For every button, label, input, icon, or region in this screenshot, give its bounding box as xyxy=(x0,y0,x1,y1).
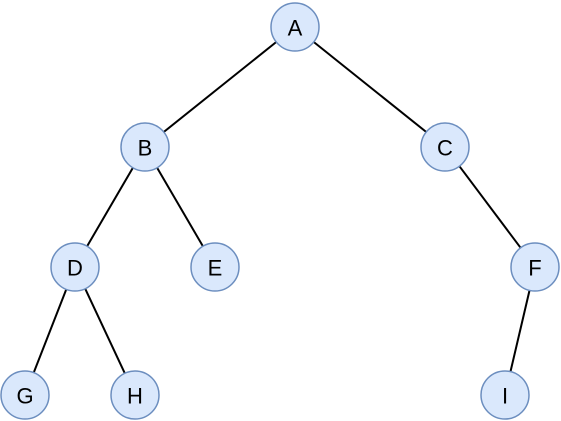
node-circle xyxy=(50,242,100,292)
node-b: B xyxy=(120,122,170,172)
edge-a-b xyxy=(163,41,277,133)
node-f: F xyxy=(510,242,560,292)
node-circle xyxy=(480,370,530,420)
edge-a-c xyxy=(313,41,427,133)
node-circle xyxy=(120,122,170,172)
node-a: A xyxy=(270,2,320,52)
edge-c-f xyxy=(458,165,522,249)
node-label: F xyxy=(528,256,541,281)
node-c: C xyxy=(420,122,470,172)
node-label: B xyxy=(138,136,153,161)
node-d: D xyxy=(50,242,100,292)
node-label: D xyxy=(67,256,83,281)
node-label: E xyxy=(208,256,223,281)
node-label: A xyxy=(288,16,303,41)
node-circle xyxy=(0,370,50,420)
node-circle xyxy=(420,122,470,172)
node-e: E xyxy=(190,242,240,292)
node-label: C xyxy=(437,136,453,161)
node-i: I xyxy=(480,370,530,420)
edge-f-i xyxy=(509,290,531,372)
node-label: H xyxy=(127,384,143,409)
edge-d-g xyxy=(32,288,68,374)
node-circle xyxy=(270,2,320,52)
node-label: G xyxy=(16,384,33,409)
node-circle xyxy=(110,370,160,420)
node-h: H xyxy=(110,370,160,420)
edge-d-h xyxy=(84,288,126,374)
edge-b-d xyxy=(86,167,134,247)
node-g: G xyxy=(0,370,50,420)
tree-edges xyxy=(32,41,531,374)
node-label: I xyxy=(502,384,508,409)
node-circle xyxy=(510,242,560,292)
edge-b-e xyxy=(156,167,204,247)
node-circle xyxy=(190,242,240,292)
